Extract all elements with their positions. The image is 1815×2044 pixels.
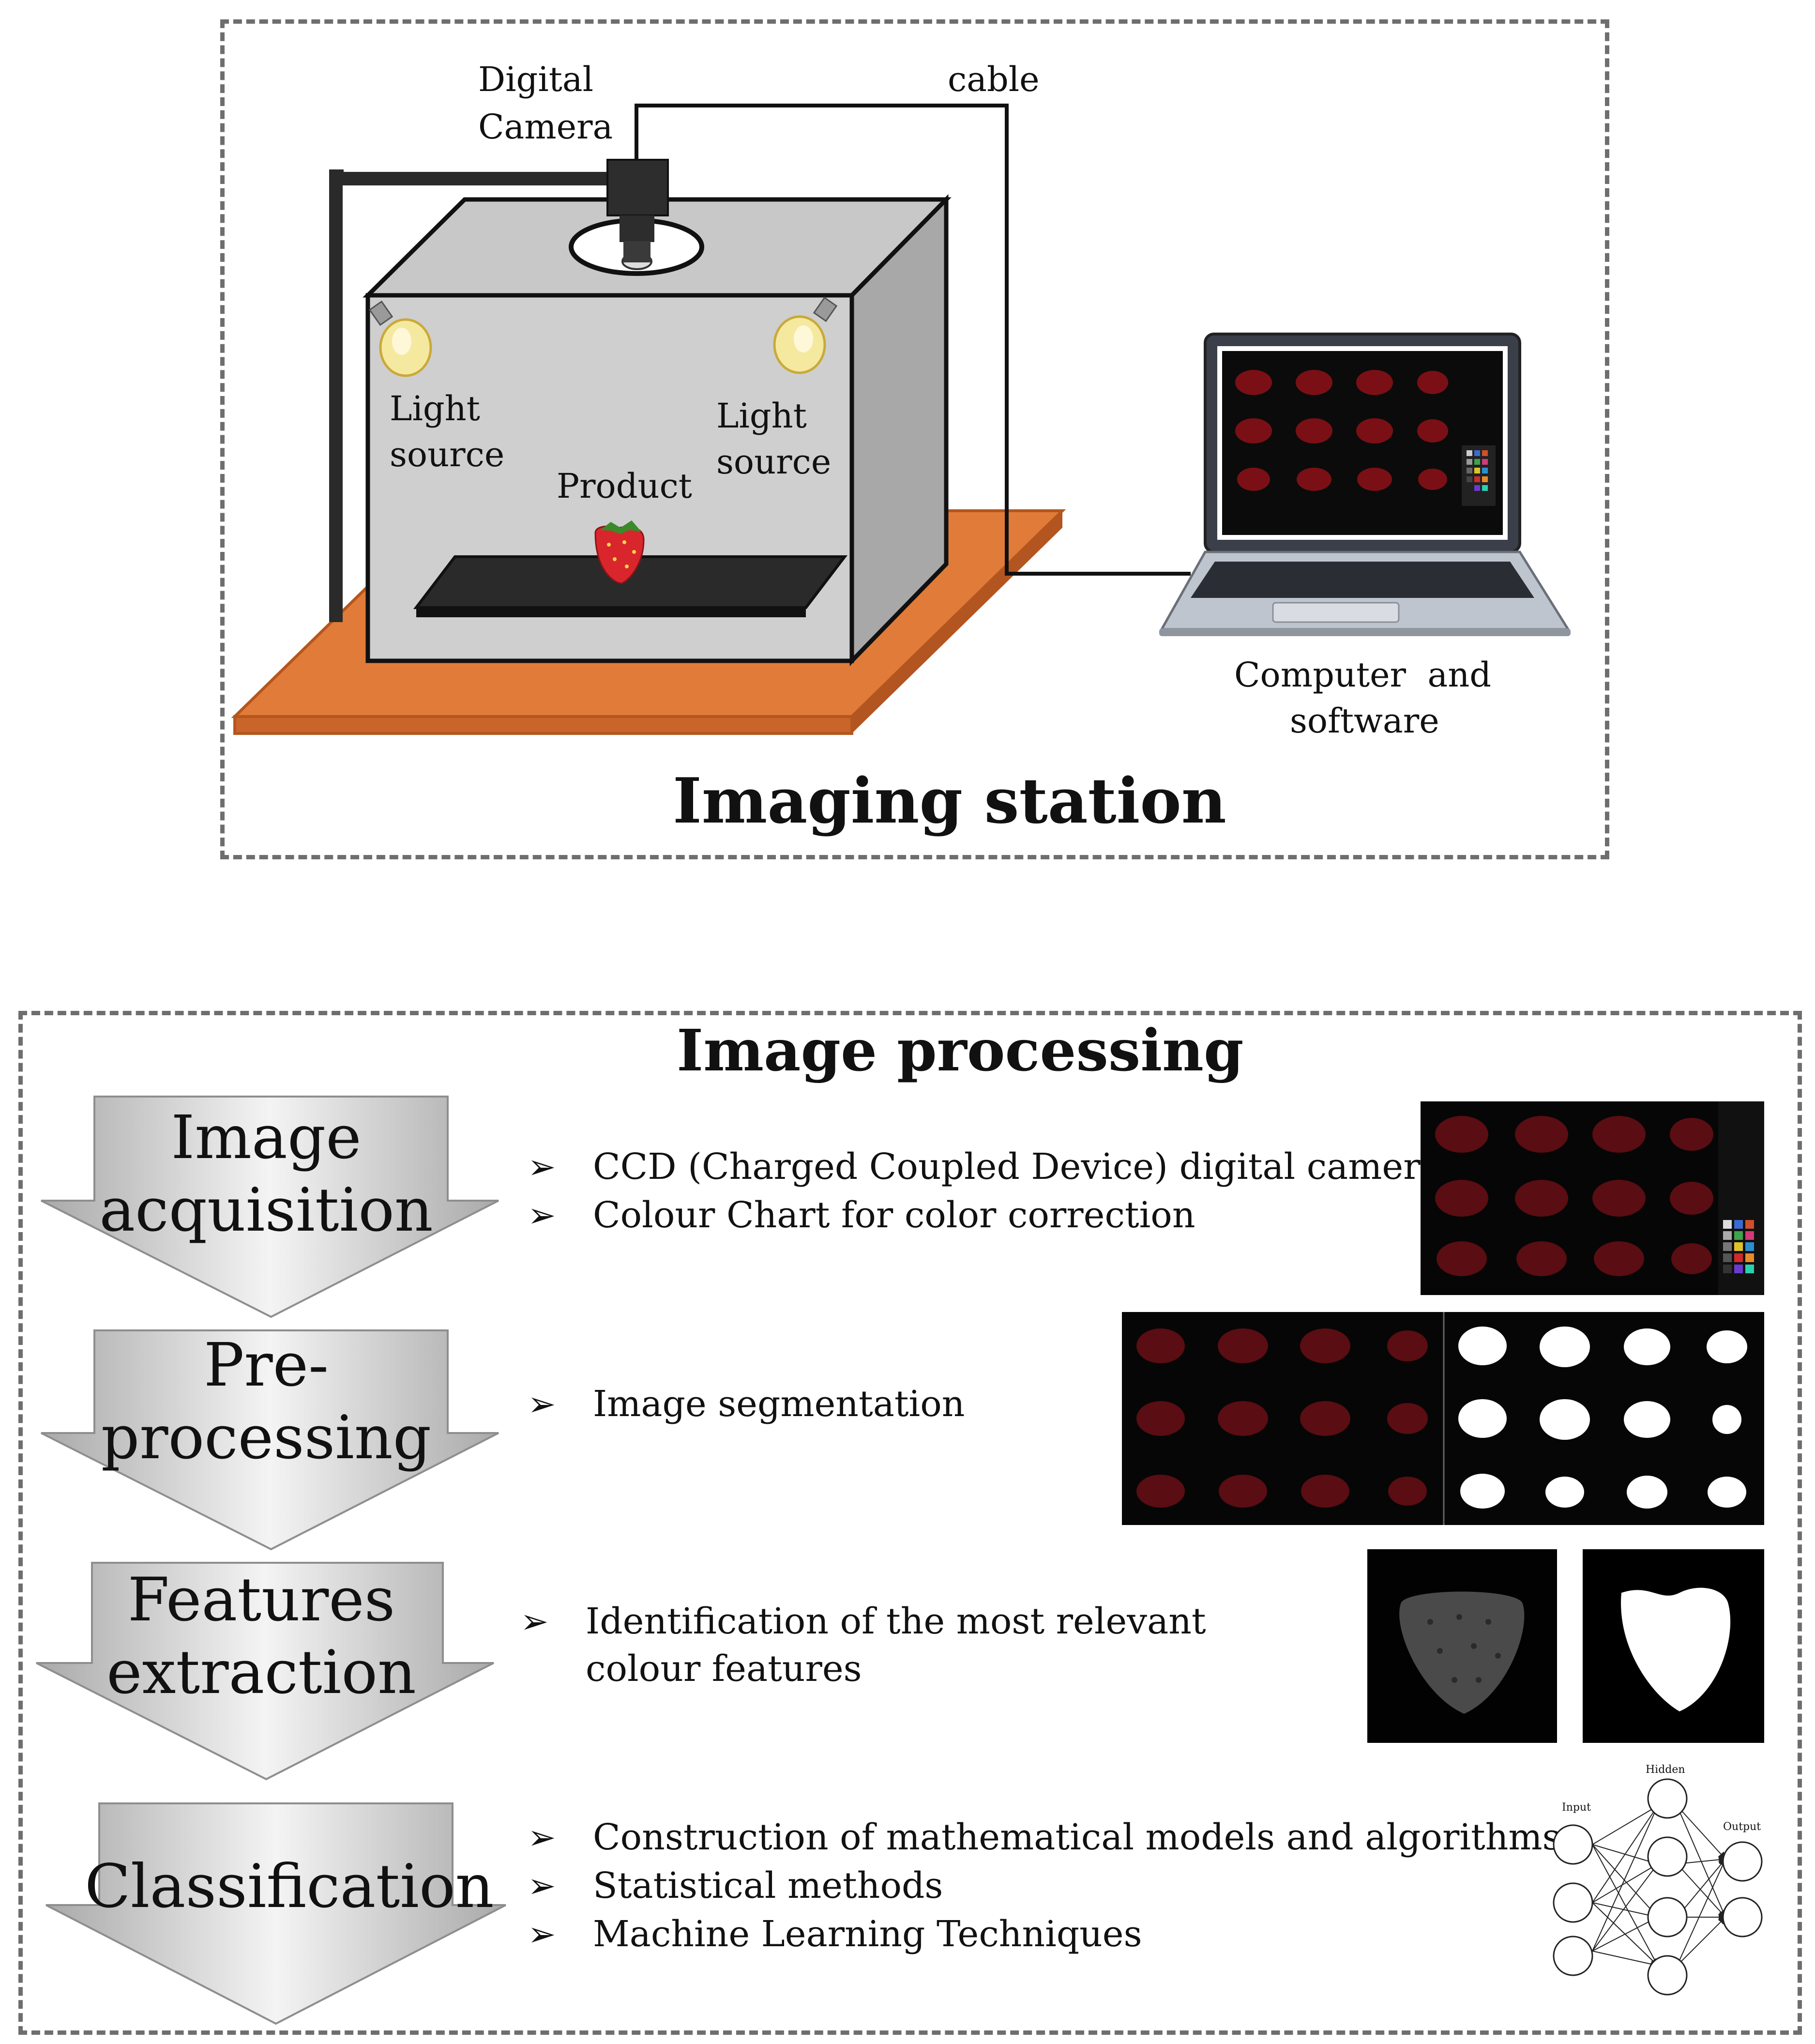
neural-network-diagram: Input Hidden Output (1553, 1764, 1763, 1996)
camera-stand-pole (329, 172, 343, 622)
camera-body (606, 159, 669, 216)
stage-arrow-1 (41, 1096, 499, 1318)
right-light-label-line2: source (716, 442, 832, 482)
feature-gray-image (1367, 1549, 1557, 1743)
laptop-screen-strawberries (1235, 370, 1448, 491)
stage-3-bullets: ➢Identification of the most relevant col… (520, 1598, 1270, 1693)
feature-mask-image (1583, 1549, 1764, 1743)
bullet-arrow-icon: ➢ (520, 1602, 549, 1641)
stage-1-line1: Image (171, 1103, 362, 1173)
list-item: ➢Identification of the most relevant col… (520, 1598, 1270, 1693)
stage-arrow-2 (41, 1329, 499, 1551)
left-bulb-icon (368, 300, 432, 377)
image-processing-title: Image processing (677, 1017, 1244, 1084)
camera-label-line1: Digital (478, 60, 593, 99)
bullet-arrow-icon: ➢ (528, 1384, 556, 1424)
product-label: Product (557, 466, 692, 506)
cable (635, 104, 1191, 576)
image-processing-frame (18, 1011, 1802, 2035)
stage-4-bullets: ➢Construction of mathematical models and… (528, 1813, 1561, 1958)
stage-1-bullets: ➢CCD (Charged Coupled Device) digital ca… (528, 1143, 1442, 1239)
stage-2-title: Pre- processing (77, 1329, 455, 1474)
list-item: ➢Colour Chart for color correction (528, 1191, 1442, 1239)
list-item: ➢Construction of mathematical models and… (528, 1813, 1561, 1861)
segmentation-image (1122, 1312, 1764, 1525)
stage-arrow-3 (36, 1562, 494, 1781)
stage-1-title: Image acquisition (77, 1101, 455, 1247)
bullet-arrow-icon: ➢ (528, 1914, 556, 1954)
left-light-label-line1: Light (390, 389, 480, 428)
left-light-label-line2: source (390, 435, 505, 474)
strawberry-product (594, 520, 645, 584)
stage-2-line2: processing (101, 1403, 432, 1473)
list-item: ➢Image segmentation (528, 1380, 965, 1428)
right-bulb-icon (773, 296, 838, 374)
bullet-arrow-icon: ➢ (528, 1866, 556, 1906)
stage-2-line1: Pre- (204, 1330, 329, 1400)
stage-2-bullets: ➢Image segmentation (528, 1380, 965, 1428)
acquisition-image (1421, 1101, 1764, 1295)
list-item: ➢CCD (Charged Coupled Device) digital ca… (528, 1143, 1442, 1191)
nn-output-label: Output (1723, 1821, 1761, 1833)
stage-arrows (36, 1096, 506, 2025)
cable-label: cable (948, 60, 1040, 99)
computer-label-line2: software (1290, 701, 1439, 741)
stage-3-line1: Features (127, 1565, 395, 1635)
stage-arrow-4 (45, 1802, 506, 2025)
right-light-label-line1: Light (716, 396, 807, 436)
stage-4-title: Classification (85, 1850, 494, 1923)
camera-stand-arm (329, 172, 634, 185)
bullet-arrow-icon: ➢ (528, 1817, 556, 1857)
imaging-station-illustration (231, 104, 1571, 735)
imaging-station-frame (220, 19, 1609, 859)
base-board-edge (233, 715, 853, 735)
nn-input-label: Input (1562, 1801, 1591, 1814)
stage-4-line1: Classification (85, 1852, 494, 1922)
stage-3-title: Features extraction (73, 1564, 450, 1709)
bullet-arrow-icon: ➢ (528, 1147, 556, 1187)
bullet-arrow-icon: ➢ (528, 1195, 556, 1235)
laptop-color-chart (1467, 450, 1488, 491)
computer-label-line1: Computer and (1234, 655, 1492, 695)
camera-label-line2: Camera (478, 107, 613, 147)
stage-3-line2: extraction (106, 1638, 416, 1708)
imaging-station-title: Imaging station (673, 765, 1226, 838)
stage-1-line2: acquisition (99, 1175, 433, 1245)
list-item: ➢Machine Learning Techniques (528, 1910, 1561, 1958)
list-item: ➢Statistical methods (528, 1861, 1561, 1910)
nn-hidden-label: Hidden (1646, 1764, 1685, 1776)
